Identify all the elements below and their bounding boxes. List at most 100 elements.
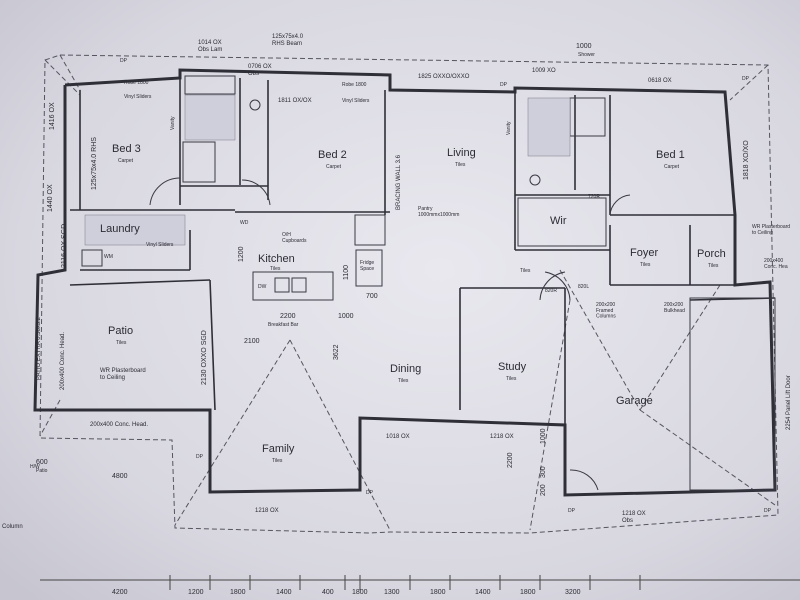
room-living: Living: [447, 147, 476, 159]
finish-study: Tiles: [506, 376, 517, 382]
toilet-bed1: [529, 174, 541, 186]
room-laundry: Laundry: [100, 223, 140, 235]
finish-kitchen: Tiles: [270, 266, 281, 272]
note-window-1825: 1825 OXXO/OXXO: [418, 74, 470, 80]
ensuite-shower-bed3: [182, 141, 216, 183]
finish-foyer: Tiles: [640, 262, 651, 268]
fridge-space-box: [355, 249, 383, 287]
finish-bed2: Carpet: [326, 164, 342, 170]
pantry-box: [354, 214, 386, 246]
note-wd: WD: [240, 220, 249, 226]
note-patio-extra: PATIO EXTRA 0.36x3.2: [36, 316, 42, 380]
note-vanity-bed3: Vanity: [170, 116, 176, 130]
finish-porch: Tiles: [708, 263, 719, 269]
note-dw: DW: [258, 284, 267, 290]
dim-2200: 2200: [280, 313, 296, 320]
note-window-1811: 1811 OX/OX: [278, 98, 312, 104]
note-dp-4: DP: [196, 454, 204, 460]
note-conc-head-bottom: 200x400 Conc. Head.: [90, 422, 148, 428]
dim-820a: 820R: [545, 288, 557, 294]
dim-600: 600: [36, 459, 48, 466]
dim-1100: 1100: [343, 265, 350, 280]
dim-1416: 1416 OX: [49, 102, 56, 130]
room-study: Study: [498, 361, 527, 373]
room-family: Family: [262, 443, 295, 455]
note-hw: H/W: [30, 464, 40, 470]
note-robe-bed2: Robe 1800: [342, 82, 367, 88]
note-window-1218-family: 1218 OX: [255, 508, 279, 514]
dim-1000b: 1000: [338, 313, 354, 320]
bottom-dimension-label: 1800: [230, 589, 246, 596]
dim-200: 200: [540, 484, 547, 496]
bottom-dimension-label: 1300: [384, 589, 400, 596]
kitchen-island: [252, 271, 334, 301]
toilet-bed3: [249, 99, 261, 111]
dim-3622: 3622: [333, 344, 340, 360]
note-window-0618: 0618 OX: [648, 78, 672, 84]
note-conc-head-left: 200x400 Conc. Head.: [60, 332, 66, 390]
kitchen-sink-2: [291, 277, 307, 293]
dim-1818: 1818 XO/XO: [743, 140, 750, 180]
tile-hatching: [84, 94, 571, 246]
note-column: Column: [2, 524, 23, 530]
bottom-dimension-label: 4200: [112, 589, 128, 596]
dim-300: 300: [540, 466, 547, 478]
dim-700: 700: [366, 293, 378, 300]
bottom-dimension-label: 1400: [276, 589, 292, 596]
note-window-1018: 1018 OX: [386, 434, 410, 440]
fixtures: [81, 75, 776, 491]
finish-bed1: Carpet: [664, 164, 680, 170]
note-window-1218-mid: 1218 OX: [490, 434, 514, 440]
finish-dining: Tiles: [398, 378, 409, 384]
note-dp-6: DP: [568, 508, 576, 514]
dim-top-1000: 1000: [576, 43, 592, 50]
room-dining: Dining: [390, 363, 421, 375]
bathtub: [184, 75, 236, 95]
laundry-tub: [81, 249, 103, 267]
room-kitchen: Kitchen: [258, 253, 295, 265]
dim-2200v: 2200: [507, 452, 514, 468]
note-vanity-bed1: Vanity: [506, 121, 512, 135]
dim-2116: 2116 OX SGD: [61, 224, 68, 268]
bottom-dimension-label: 400: [322, 589, 334, 596]
dim-2100: 2100: [244, 338, 260, 345]
bottom-dimension-label: 1800: [352, 589, 368, 596]
bottom-dimension-label: 1400: [475, 589, 491, 596]
note-dp-7: DP: [764, 508, 772, 514]
room-bed3: Bed 3: [112, 143, 141, 155]
note-shower: Shower: [578, 52, 595, 58]
note-panel-lift-door: 2254 Panel Lift Door: [786, 375, 792, 430]
finish-hall: Tiles: [520, 268, 531, 274]
note-window-1009: 1009 XO: [532, 68, 556, 74]
dim-720: 720R: [588, 194, 600, 200]
room-wir: Wir: [550, 215, 567, 227]
kitchen-sink: [274, 277, 290, 293]
room-porch: Porch: [697, 248, 726, 260]
note-vinyl-laundry: Vinyl Sliders: [146, 242, 174, 248]
note-robe-bed3: Robe 1800: [124, 80, 149, 86]
note-wm: WM: [104, 254, 113, 260]
bottom-dimension-line: [40, 575, 800, 590]
note-breakfast-bar: Breakfast Bar: [268, 322, 299, 328]
note-dp-5: DP: [366, 490, 374, 496]
dim-4800: 4800: [112, 473, 128, 480]
note-patio-small: Patio: [36, 468, 48, 474]
room-bed1: Bed 1: [656, 149, 685, 161]
dimensions: 1000 2200 1000 2100 3622 700 1100 1200 2…: [36, 43, 750, 496]
